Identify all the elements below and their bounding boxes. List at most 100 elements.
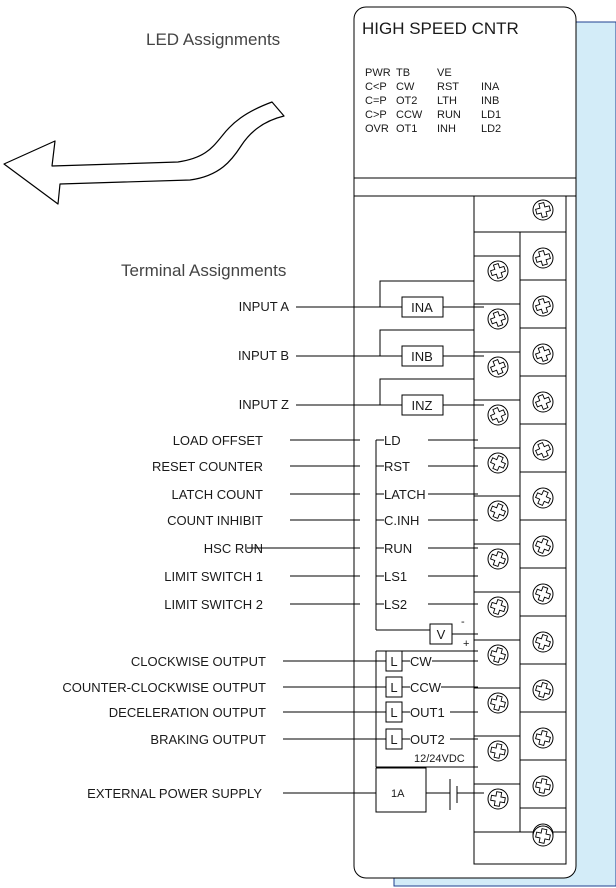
screw-icon xyxy=(487,404,509,426)
voltage-box-label: V xyxy=(437,627,446,642)
supply-plus-sign: + xyxy=(463,638,469,650)
led-label: INB xyxy=(481,95,499,107)
output-label: CLOCKWISE OUTPUT xyxy=(131,654,266,669)
signal-terminal-label: LATCH xyxy=(384,487,426,502)
screw-icon xyxy=(487,644,509,666)
led-label: OT1 xyxy=(396,123,417,135)
screw-icon xyxy=(487,548,509,570)
external-supply-label: EXTERNAL POWER SUPPLY xyxy=(87,786,262,801)
signal-terminal-label: LS2 xyxy=(384,597,407,612)
led-label: INH xyxy=(437,123,456,135)
supply-voltage-label: 12/24VDC xyxy=(414,753,465,765)
screw-icon xyxy=(487,308,509,330)
led-label: C=P xyxy=(365,95,387,107)
signal-terminal-label: RUN xyxy=(384,541,412,556)
led-assignments-heading: LED Assignments xyxy=(146,30,280,49)
led-label: OVR xyxy=(365,123,389,135)
input-shield-wire xyxy=(379,378,474,405)
screw-icon xyxy=(532,391,554,413)
screw-icon xyxy=(487,788,509,810)
signal-terminal-label: C.INH xyxy=(384,513,419,528)
screw-icon xyxy=(532,439,554,461)
led-label: INA xyxy=(481,81,500,93)
fuse-label: 1A xyxy=(391,788,405,800)
screw-icon xyxy=(532,583,554,605)
screw-icon xyxy=(532,825,554,847)
input-label: INPUT A xyxy=(239,299,290,314)
led-label: LD2 xyxy=(481,123,501,135)
led-label: VE xyxy=(437,67,452,79)
output-terminal-label: CCW xyxy=(410,680,442,695)
signal-label: LOAD OFFSET xyxy=(173,433,263,448)
input-label: INPUT B xyxy=(238,348,289,363)
terminal-screws xyxy=(487,199,554,847)
output-terminal-label: CW xyxy=(410,654,432,669)
screw-icon xyxy=(532,487,554,509)
screw-icon xyxy=(487,260,509,282)
screw-icon xyxy=(532,679,554,701)
signal-terminal-label: LS1 xyxy=(384,569,407,584)
terminal-assignments-heading: Terminal Assignments xyxy=(121,261,286,280)
screw-icon xyxy=(532,535,554,557)
signal-terminal-label: LD xyxy=(384,433,401,448)
screw-icon xyxy=(487,356,509,378)
screw-icon xyxy=(487,692,509,714)
screw-icon xyxy=(487,452,509,474)
terminal-rows xyxy=(474,255,566,809)
output-label: DECELERATION OUTPUT xyxy=(109,705,266,720)
input-label: INPUT Z xyxy=(239,397,289,412)
led-label: C<P xyxy=(365,81,387,93)
fuse-box xyxy=(375,767,427,813)
module-title: HIGH SPEED CNTR xyxy=(362,19,519,38)
led-label: TB xyxy=(396,67,410,79)
voltage-supply: V - + xyxy=(376,616,478,650)
screw-icon xyxy=(487,596,509,618)
load-box-label: L xyxy=(390,732,397,747)
led-label: OT2 xyxy=(396,95,417,107)
led-label: CCW xyxy=(396,109,423,121)
led-label: RUN xyxy=(437,109,461,121)
signal-label: COUNT INHIBIT xyxy=(167,513,263,528)
screw-icon xyxy=(532,247,554,269)
signal-label: LIMIT SWITCH 1 xyxy=(164,569,263,584)
input-shield-wire xyxy=(379,280,474,307)
output-label: BRAKING OUTPUT xyxy=(150,732,266,747)
screw-icon xyxy=(532,631,554,653)
load-box-label: L xyxy=(390,680,397,695)
screw-icon xyxy=(532,727,554,749)
screw-icon xyxy=(487,740,509,762)
screw-icon xyxy=(532,343,554,365)
output-terminal-label: OUT2 xyxy=(410,732,445,747)
external-power-wiring: EXTERNAL POWER SUPPLY 12/24VDC 1A xyxy=(87,753,484,813)
led-arrow-icon xyxy=(3,101,285,205)
output-wiring: CLOCKWISE OUTPUT L CW COUNTER-CLOCKWISE OUT… xyxy=(62,650,478,767)
signal-label: LIMIT SWITCH 2 xyxy=(164,597,263,612)
output-terminal-label: OUT1 xyxy=(410,705,445,720)
led-label: CW xyxy=(396,81,415,93)
led-label: PWR xyxy=(365,67,391,79)
input-wiring: INPUT A INA INPUT B INB INPUT Z INZ xyxy=(238,280,484,416)
screw-icon xyxy=(487,500,509,522)
signal-label: LATCH COUNT xyxy=(172,487,264,502)
signal-label: RESET COUNTER xyxy=(152,459,263,474)
led-label: LD1 xyxy=(481,109,501,121)
screw-icon xyxy=(532,295,554,317)
input-terminal-label: INZ xyxy=(412,398,433,413)
input-shield-wire xyxy=(379,329,474,356)
signal-terminal-label: RST xyxy=(384,459,410,474)
output-label: COUNTER-CLOCKWISE OUTPUT xyxy=(62,680,266,695)
input-terminal-label: INA xyxy=(411,300,433,315)
signal-label: HSC RUN xyxy=(204,541,263,556)
screw-icon xyxy=(532,775,554,797)
led-label: C>P xyxy=(365,109,387,121)
supply-minus-sign: - xyxy=(461,616,465,628)
screw-icon xyxy=(532,199,554,221)
led-label: RST xyxy=(437,81,459,93)
led-label: LTH xyxy=(437,95,457,107)
load-box-label: L xyxy=(390,705,397,720)
input-terminal-label: INB xyxy=(411,349,433,364)
load-box-label: L xyxy=(390,654,397,669)
signal-wiring: LOAD OFFSET LD RESET COUNTER RST LATCH COUNT… xyxy=(152,433,478,630)
